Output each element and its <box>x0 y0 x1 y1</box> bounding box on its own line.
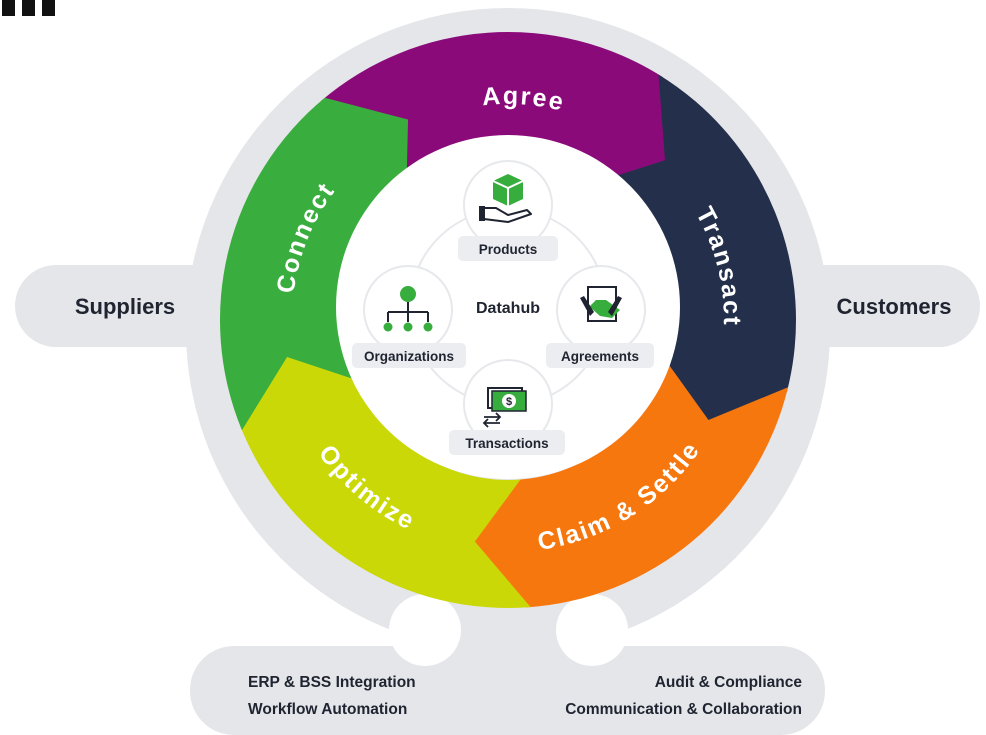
footer-right-item: Audit & Compliance <box>655 674 803 691</box>
logo-mark-icon <box>2 0 55 16</box>
organizations-node: Organizations <box>352 265 466 368</box>
agreements-node: Agreements <box>546 265 654 368</box>
products-label: Products <box>479 242 538 257</box>
hub-circle <box>336 135 680 479</box>
transact-segment <box>591 74 796 424</box>
connect-segment <box>220 97 409 431</box>
optimize-segment <box>240 353 531 608</box>
agreements-label: Agreements <box>561 349 639 364</box>
products-node: Products <box>458 160 558 261</box>
org-chart-icon <box>383 286 433 332</box>
footer-right-item: Communication & Collaboration <box>565 701 802 718</box>
transactions-label: Transactions <box>465 436 548 451</box>
customers-label: Customers <box>837 294 952 319</box>
notch-cutouts <box>389 594 628 666</box>
handshake-document-icon <box>580 286 622 322</box>
svg-text:$: $ <box>506 396 512 408</box>
footer-left-item: Workflow Automation <box>248 701 407 718</box>
package-hand-icon <box>479 174 532 223</box>
claim-settle-segment <box>471 357 789 608</box>
organizations-label: Organizations <box>364 349 454 364</box>
transactions-node: $ Transactions <box>449 359 565 455</box>
hub-title: Datahub <box>476 300 540 317</box>
money-exchange-icon: $ <box>482 387 527 428</box>
cycle-ring <box>220 31 796 608</box>
footer-left-item: ERP & BSS Integration <box>248 674 416 691</box>
suppliers-label: Suppliers <box>75 294 175 319</box>
